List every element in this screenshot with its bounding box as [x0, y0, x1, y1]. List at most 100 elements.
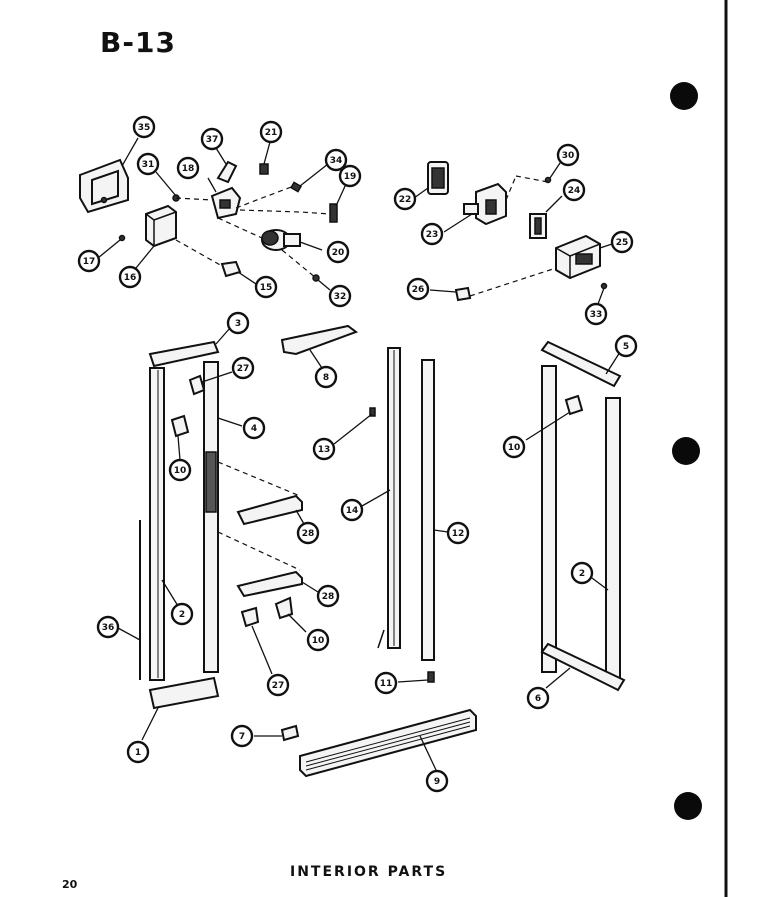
callout-30: 30 — [556, 143, 580, 167]
part-7-clip — [280, 724, 300, 742]
svg-text:30: 30 — [562, 151, 575, 161]
svg-text:28: 28 — [322, 592, 335, 602]
svg-text:8: 8 — [323, 373, 329, 383]
binder-hole-top — [670, 82, 698, 110]
part-13-screw — [369, 407, 376, 417]
callout-25: 25 — [610, 230, 634, 254]
callout-32: 32 — [328, 284, 352, 308]
svg-text:14: 14 — [346, 506, 359, 516]
part-11-screw — [427, 671, 435, 683]
callout-23: 23 — [420, 222, 444, 246]
diagram-caption: INTERIOR PARTS — [290, 864, 448, 880]
part-8-shelf-top — [280, 324, 359, 356]
part-28-shelf-bracket-upper — [236, 494, 303, 526]
part-33-screw — [600, 282, 608, 290]
part-16-switch-box — [145, 204, 177, 248]
callout-2-right: 2 — [570, 561, 594, 585]
svg-text:26: 26 — [412, 285, 425, 295]
page-code: B-13 — [100, 26, 176, 59]
part-34-screw — [290, 181, 302, 193]
part-18-bracket — [210, 186, 242, 220]
callout-31: 31 — [136, 152, 160, 176]
svg-text:16: 16 — [124, 273, 137, 283]
callout-17: 17 — [77, 249, 101, 273]
svg-text:10: 10 — [312, 636, 325, 646]
svg-text:20: 20 — [332, 248, 345, 258]
callout-37: 37 — [200, 127, 224, 151]
callout-24: 24 — [562, 178, 586, 202]
part-22-lens — [427, 161, 449, 195]
svg-text:24: 24 — [568, 186, 581, 196]
part-17-screw — [118, 234, 126, 242]
callout-9: 9 — [425, 769, 449, 793]
part-26-clip — [454, 286, 472, 302]
svg-text:34: 34 — [330, 156, 343, 166]
part-32-screw — [312, 274, 320, 282]
svg-text:7: 7 — [239, 732, 245, 742]
part-37-clip — [216, 160, 238, 184]
svg-text:5: 5 — [623, 342, 629, 352]
callout-27-lower: 27 — [266, 673, 290, 697]
callout-7: 7 — [230, 724, 254, 748]
binder-hole-bottom — [674, 792, 702, 820]
part-12-mullion-cover — [421, 359, 435, 661]
part-28-shelf-bracket-lower — [236, 570, 303, 598]
svg-text:18: 18 — [182, 164, 195, 174]
part-10-bracket-right — [564, 394, 584, 416]
svg-text:12: 12 — [452, 529, 465, 539]
part-4-side-rail — [203, 361, 219, 673]
part-24-knob-plate — [529, 213, 547, 239]
part-20-lamp-socket — [261, 229, 301, 251]
callout-11: 11 — [374, 671, 398, 695]
svg-text:32: 32 — [334, 292, 347, 302]
svg-text:31: 31 — [142, 160, 155, 170]
part-2-side-rail-right-b — [605, 397, 621, 681]
callout-14: 14 — [340, 498, 364, 522]
callout-10-center: 10 — [306, 628, 330, 652]
callout-33: 33 — [584, 302, 608, 326]
callout-8-upper: 8 — [314, 365, 338, 389]
part-35-cover — [79, 158, 129, 214]
callout-28-upper: 28 — [296, 521, 320, 545]
svg-text:13: 13 — [318, 445, 331, 455]
callout-4: 4 — [242, 416, 266, 440]
callout-21: 21 — [259, 120, 283, 144]
part-2-side-rail-right — [541, 365, 557, 673]
svg-text:1: 1 — [135, 748, 141, 758]
svg-text:22: 22 — [399, 195, 412, 205]
part-21-spring — [259, 163, 269, 175]
part-25-housing — [555, 234, 601, 280]
callout-10-left: 10 — [168, 458, 192, 482]
svg-text:10: 10 — [508, 443, 521, 453]
svg-text:2: 2 — [179, 610, 185, 620]
svg-text:4: 4 — [251, 424, 257, 434]
svg-text:36: 36 — [102, 623, 115, 633]
page-number: 20 — [62, 878, 78, 891]
svg-text:10: 10 — [174, 466, 187, 476]
part-27-bracket-lower — [240, 606, 260, 628]
part-2-side-rail — [149, 367, 165, 681]
callout-26: 26 — [406, 277, 430, 301]
svg-text:19: 19 — [344, 172, 357, 182]
part-9-toe-grille — [299, 708, 477, 778]
part-1-bottom-trim — [148, 676, 220, 710]
svg-text:35: 35 — [138, 123, 151, 133]
callout-36: 36 — [96, 615, 120, 639]
svg-text:28: 28 — [302, 529, 315, 539]
part-23-thermostat — [463, 182, 507, 226]
svg-text:15: 15 — [260, 283, 273, 293]
part-3-top-trim — [148, 340, 220, 368]
svg-text:23: 23 — [426, 230, 439, 240]
svg-text:21: 21 — [265, 128, 278, 138]
svg-text:11: 11 — [380, 679, 393, 689]
callout-35: 35 — [132, 115, 156, 139]
callout-15: 15 — [254, 275, 278, 299]
part-10-bracket-center — [274, 596, 294, 620]
svg-text:27: 27 — [237, 364, 250, 374]
svg-text:3: 3 — [235, 319, 241, 329]
svg-text:2: 2 — [579, 569, 585, 579]
callout-27-upper: 27 — [231, 356, 255, 380]
callout-1: 1 — [126, 740, 150, 764]
callout-6-lower: 6 — [526, 686, 550, 710]
